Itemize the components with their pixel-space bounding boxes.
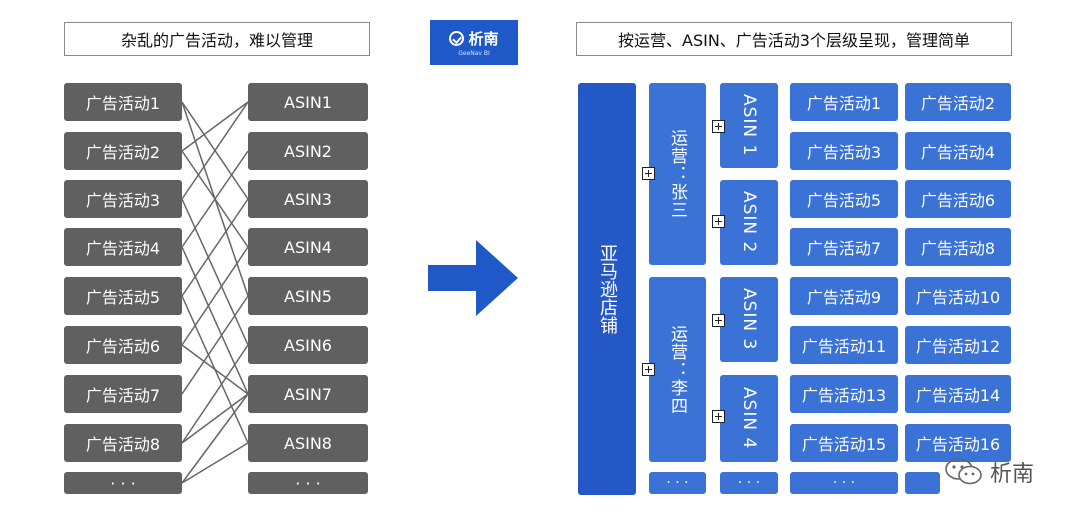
left-campaign-box: 广告活动2	[64, 132, 182, 170]
asin-box: ASIN 1	[720, 83, 778, 168]
expand-plus-icon[interactable]	[712, 410, 725, 423]
left-campaign-box: 广告活动6	[64, 326, 182, 364]
left-asin-box: ASIN5	[248, 277, 368, 315]
operator-box: 运营：李四	[649, 277, 706, 462]
expand-plus-icon[interactable]	[712, 314, 725, 327]
campaign-box: 广告活动1	[790, 83, 898, 121]
asin-label: ASIN 1	[739, 94, 759, 157]
logo-name: 析南	[468, 30, 499, 48]
asin-more: · · ·	[720, 472, 778, 494]
wechat-icon	[945, 458, 982, 485]
operator-label: 运营：李四	[667, 324, 687, 415]
left-asin-box: ASIN7	[248, 375, 368, 413]
campaign-box: 广告活动8	[905, 228, 1011, 266]
connection-line	[181, 393, 249, 444]
campaign-box: 广告活动12	[905, 326, 1011, 364]
campaign-box: 广告活动6	[905, 180, 1011, 218]
campaign-box: 广告活动4	[905, 132, 1011, 170]
right-arrow-icon	[428, 240, 518, 316]
operator-box: 运营：张三	[649, 83, 706, 265]
campaign-box: 广告活动10	[905, 277, 1011, 315]
campaign-box: 广告活动7	[790, 228, 898, 266]
left-caption: 杂乱的广告活动，难以管理	[64, 22, 370, 56]
connection-line	[181, 198, 249, 297]
left-campaign-more: · · ·	[64, 472, 182, 494]
connection-line	[181, 101, 249, 200]
asin-label: ASIN 4	[739, 387, 759, 450]
connection-line	[181, 344, 249, 395]
left-campaign-box: 广告活动7	[64, 375, 182, 413]
expand-plus-icon[interactable]	[642, 167, 655, 180]
expand-plus-icon[interactable]	[712, 120, 725, 133]
campaign-box: 广告活动3	[790, 132, 898, 170]
logo-subtitle: GeeNav BI	[458, 50, 490, 57]
left-campaign-box: 广告活动8	[64, 424, 182, 462]
geenav-logo: 析南 GeeNav BI	[430, 20, 518, 65]
campaign-box: 广告活动5	[790, 180, 898, 218]
left-asin-box: ASIN8	[248, 424, 368, 462]
campaign-box: 广告活动2	[905, 83, 1011, 121]
connection-line	[181, 295, 249, 395]
expand-plus-icon[interactable]	[642, 363, 655, 376]
store-label: 亚马逊店铺	[597, 244, 618, 334]
store-box: 亚马逊店铺	[578, 83, 636, 495]
expand-plus-icon[interactable]	[712, 215, 725, 228]
left-asin-box: ASIN4	[248, 228, 368, 266]
asin-box: ASIN 2	[720, 180, 778, 265]
connection-line	[181, 344, 249, 444]
watermark-text: 析南	[990, 462, 1035, 487]
campaign-box: 广告活动15	[790, 424, 898, 462]
campaign-box: 广告活动11	[790, 326, 898, 364]
connection-line	[181, 150, 249, 248]
connection-line	[181, 198, 249, 346]
left-asin-more: · · ·	[248, 472, 368, 494]
asin-box: ASIN 4	[720, 375, 778, 462]
connection-line	[181, 246, 249, 395]
connection-line	[181, 246, 249, 346]
left-asin-box: ASIN3	[248, 180, 368, 218]
left-campaign-box: 广告活动3	[64, 180, 182, 218]
left-campaign-box: 广告活动5	[64, 277, 182, 315]
asin-label: ASIN 2	[739, 191, 759, 254]
connection-line	[181, 101, 249, 152]
left-asin-box: ASIN1	[248, 83, 368, 121]
asin-box: ASIN 3	[720, 277, 778, 362]
campaign-box: 广告活动16	[905, 424, 1011, 462]
left-campaign-box: 广告活动1	[64, 83, 182, 121]
connection-line	[181, 393, 249, 484]
watermark: 析南	[944, 456, 1034, 488]
right-caption: 按运营、ASIN、广告活动3个层级呈现，管理简单	[576, 22, 1012, 56]
campaign-box: 广告活动9	[790, 277, 898, 315]
left-asin-box: ASIN2	[248, 132, 368, 170]
asin-label: ASIN 3	[739, 288, 759, 351]
campaign-more: · · ·	[790, 472, 898, 494]
campaign-more-blank	[905, 472, 940, 494]
campaign-box: 广告活动13	[790, 375, 898, 413]
left-asin-box: ASIN6	[248, 326, 368, 364]
logo-check-icon	[449, 31, 465, 46]
left-campaign-box: 广告活动4	[64, 228, 182, 266]
campaign-box: 广告活动14	[905, 375, 1011, 413]
operator-label: 运营：张三	[667, 129, 687, 219]
connection-line	[181, 442, 249, 484]
operator-more: · · ·	[649, 472, 706, 494]
